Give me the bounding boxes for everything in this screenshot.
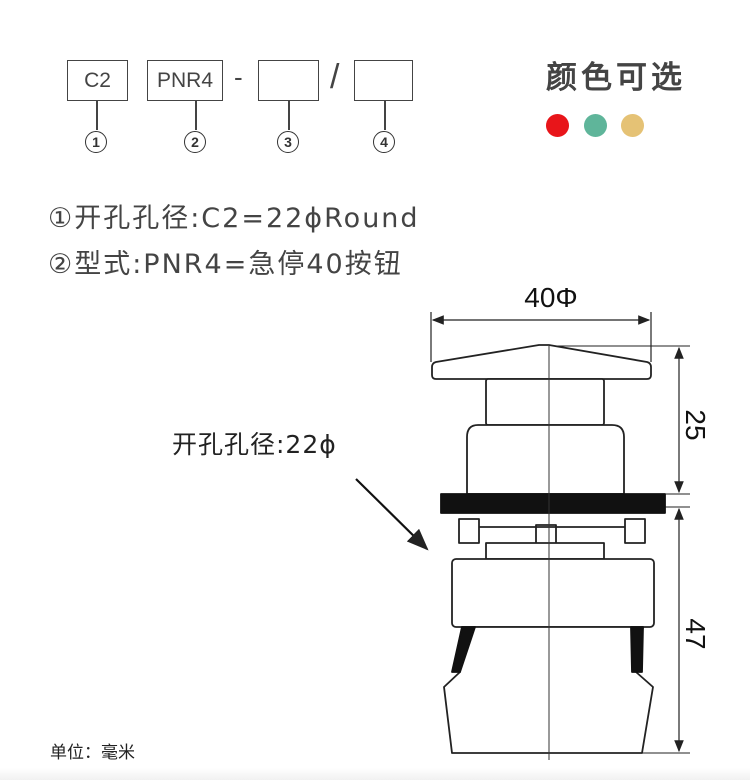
code-stem-4 [384,101,386,130]
swatch-red [546,114,569,137]
hole-leader-arrow [355,478,429,551]
description-type: ②型式:PNR4=急停40按钮 [48,249,403,280]
hole-diameter-label: 开孔孔径:22ϕ [172,430,337,459]
code-stem-1 [96,101,98,130]
bottom-divider [0,768,750,780]
code-box-c2: C2 [67,60,128,101]
code-box-4 [354,60,413,101]
width-label: 40Φ [524,282,577,313]
button-body [431,344,666,754]
code-dash: - [234,62,243,92]
marker-3: 3 [277,131,299,153]
code-stem-3 [288,101,290,130]
code-box-3 [258,60,319,101]
code-slash: / [330,58,340,96]
lower-height-label: 47 [680,618,711,649]
code-stem-2 [195,101,197,130]
marker-4: 4 [373,131,395,153]
unit-label: 单位：毫米 [50,743,135,763]
swatch-green [584,114,607,137]
marker-2: 2 [184,131,206,153]
swatch-yellow [621,114,644,137]
colors-title: 颜色可选 [546,60,686,96]
code-box-pnr4: PNR4 [147,60,223,101]
description-hole-diameter: ①开孔孔径:C2=22ϕRound [48,203,420,234]
upper-height-label: 25 [680,409,711,440]
width-dimension: 40Φ [430,282,652,362]
marker-1: 1 [85,131,107,153]
